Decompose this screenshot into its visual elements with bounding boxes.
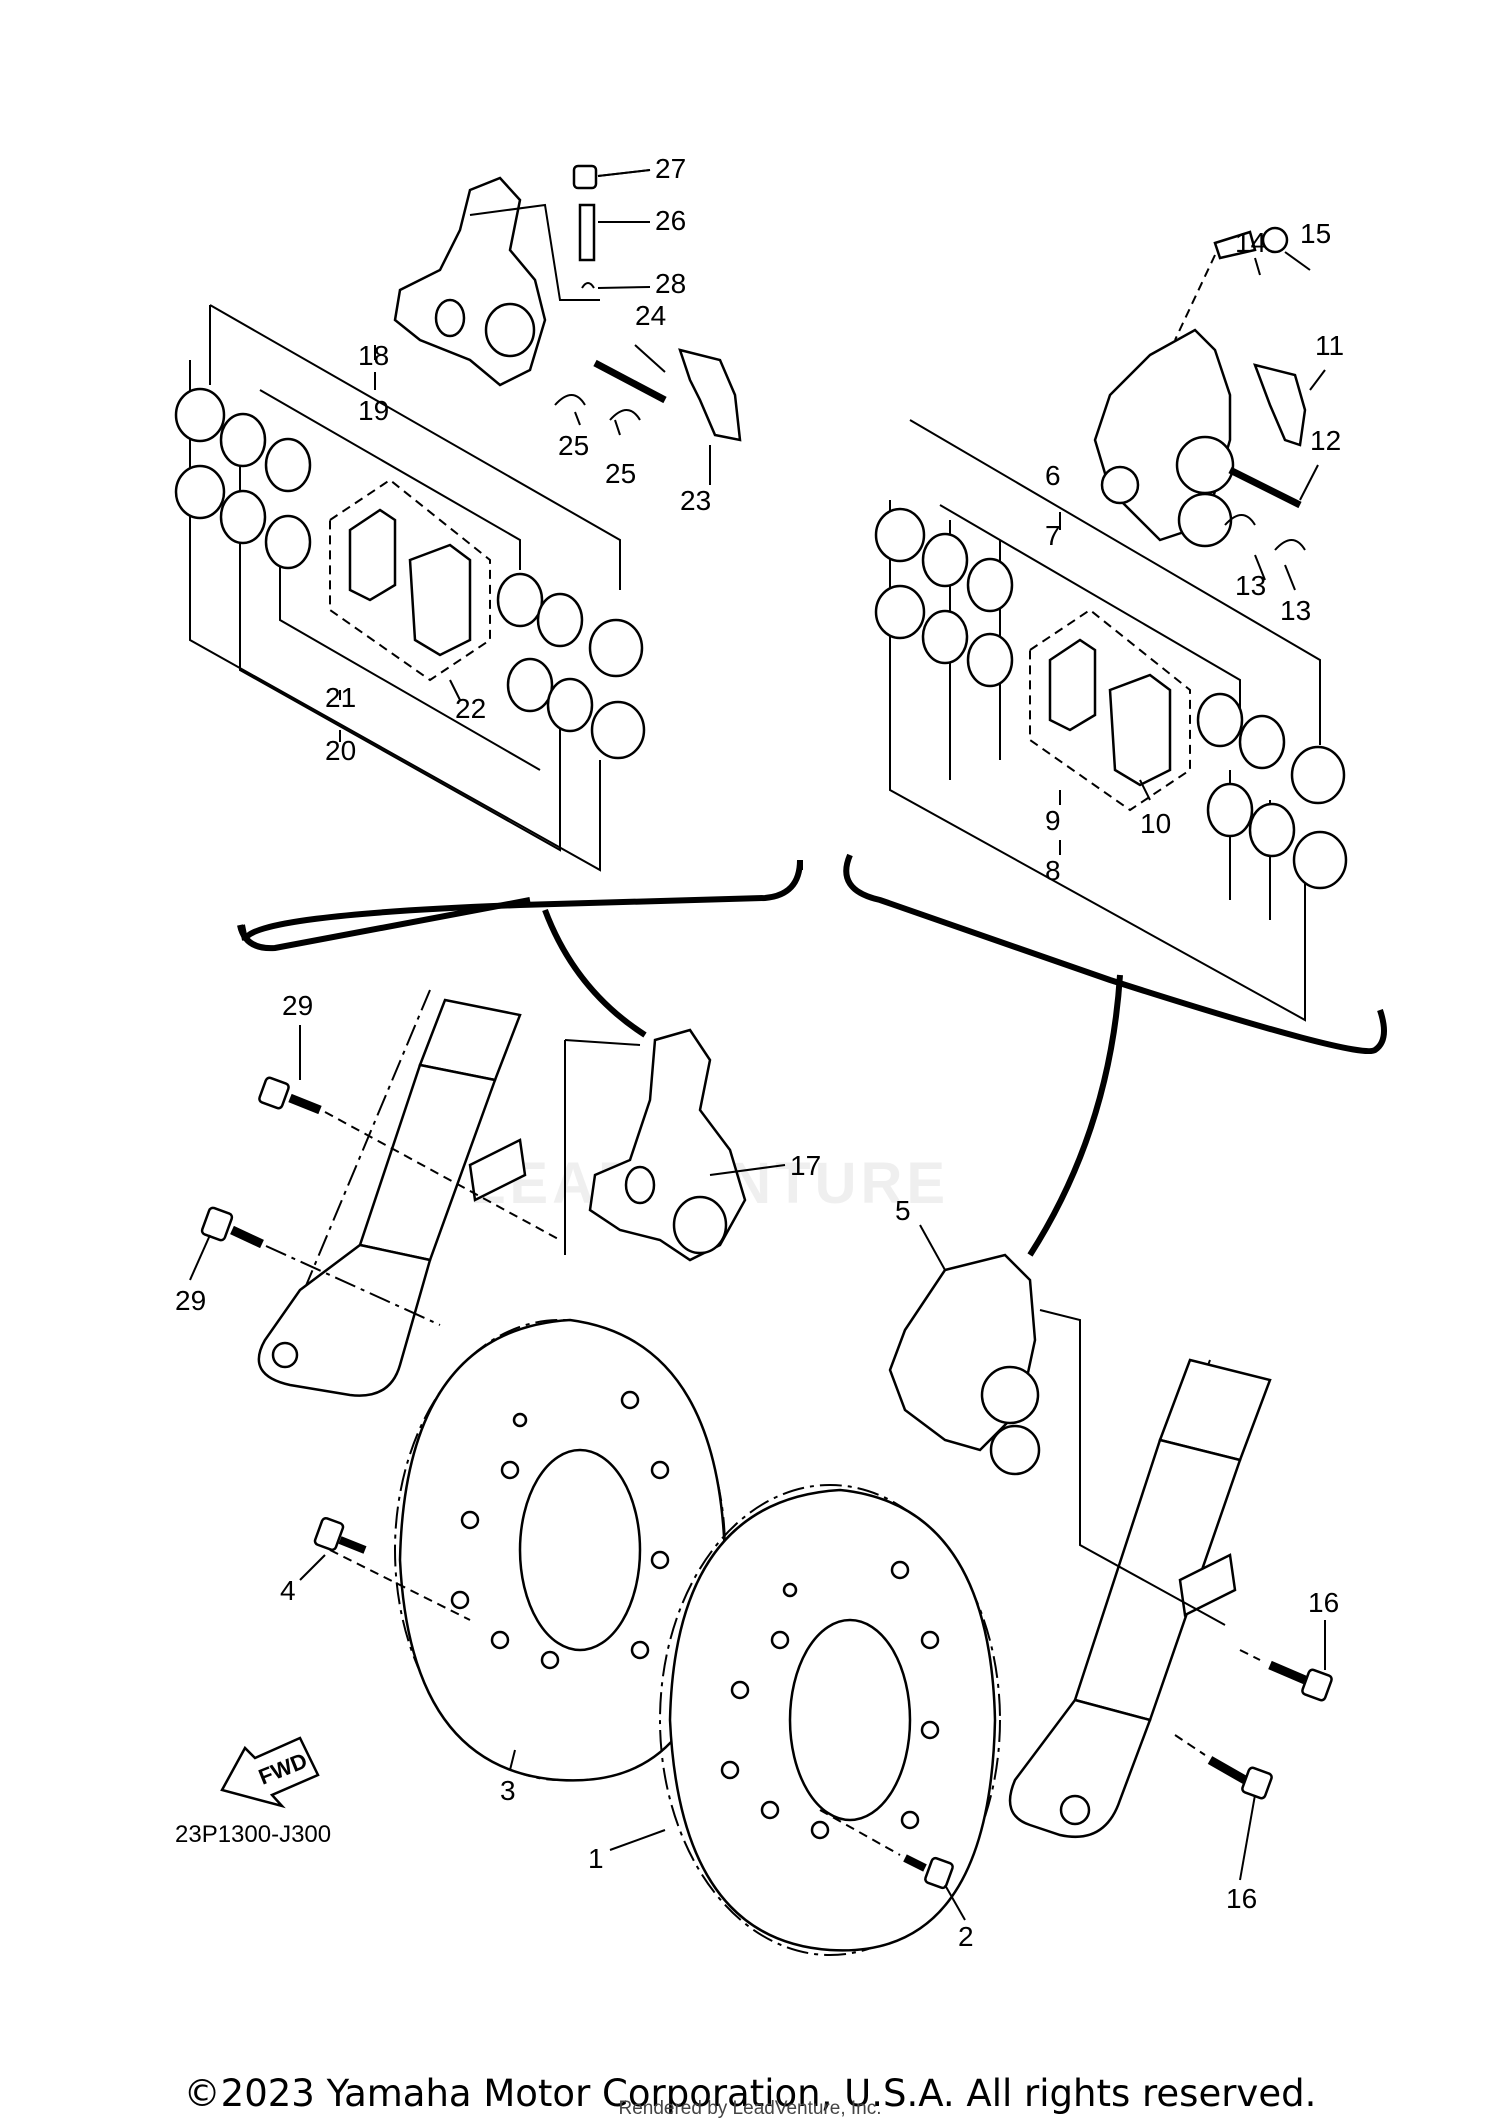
callout-28: 28 [655,268,686,299]
bolt-29-lower [200,1206,441,1326]
callout-6: 6 [1045,460,1061,491]
callout-24: 24 [635,300,666,331]
callout-22: 22 [455,693,486,724]
callout-15: 15 [1300,218,1331,249]
disc-1-holes [720,1560,940,1840]
callout-27: 27 [655,153,686,184]
callout-16a: 16 [1308,1587,1339,1618]
callout-14: 14 [1235,227,1266,258]
callout-1: 1 [588,1843,604,1874]
callout-29b: 29 [175,1285,206,1316]
left-caliper-exploded [174,164,742,872]
callout-5: 5 [895,1195,911,1226]
rendered-by-notice: Rendered by LeadVenture, Inc. [618,2098,882,2119]
right-group-brace [843,853,1387,1055]
right-caliper-exploded [874,226,1348,1022]
callout-4: 4 [280,1575,296,1606]
callout-25a: 25 [558,430,589,461]
bolt-16-lower [1174,1734,1273,1800]
bolt-16-upper [1239,1649,1333,1702]
left-fork [257,989,527,1397]
bolt-4 [313,1516,367,1554]
brake-disc-1 [659,1484,1001,1956]
callout-17: 17 [790,1150,821,1181]
diagram-code: 23P1300-J300 [175,1821,331,1848]
bolt-29-upper [258,1076,561,1241]
caliper-assembly-17 [564,1028,747,1262]
caliper-assembly-5 [888,1253,1226,1626]
callout-26: 26 [655,205,686,236]
callout-leaders [189,169,1326,1921]
right-fork [1008,1358,1272,1839]
callout-10: 10 [1140,808,1171,839]
brake-diagram: FWD 23P1300-J300 [174,153,1387,1956]
callout-11: 11 [1315,330,1344,361]
fwd-arrow-icon: FWD [220,1736,320,1809]
callout-12: 12 [1310,425,1341,456]
callout-13b: 13 [1280,595,1311,626]
callout-2: 2 [958,1921,974,1952]
callout-labels: 27 26 28 24 18 19 25 25 23 21 20 22 14 1… [175,153,1344,1952]
callout-21: 21 [325,682,356,713]
copyright-notice: ©2023 Yamaha Motor Corporation, U.S.A. A… [183,2072,1317,2115]
brake-disc-3 [329,1318,727,1782]
callout-18: 18 [358,340,389,371]
callout-16b: 16 [1226,1883,1257,1914]
callout-8: 8 [1045,855,1061,886]
callout-3: 3 [500,1775,516,1806]
callout-20: 20 [325,735,356,766]
callout-25b: 25 [605,458,636,489]
left-group-brace [239,859,803,942]
callout-19: 19 [358,395,389,426]
callout-13a: 13 [1235,570,1266,601]
callout-23: 23 [680,485,711,516]
bolt-2 [903,1854,954,1890]
callout-29a: 29 [282,990,313,1021]
callout-9: 9 [1045,805,1061,836]
callout-7: 7 [1045,520,1061,551]
disc-3-holes [450,1390,670,1670]
